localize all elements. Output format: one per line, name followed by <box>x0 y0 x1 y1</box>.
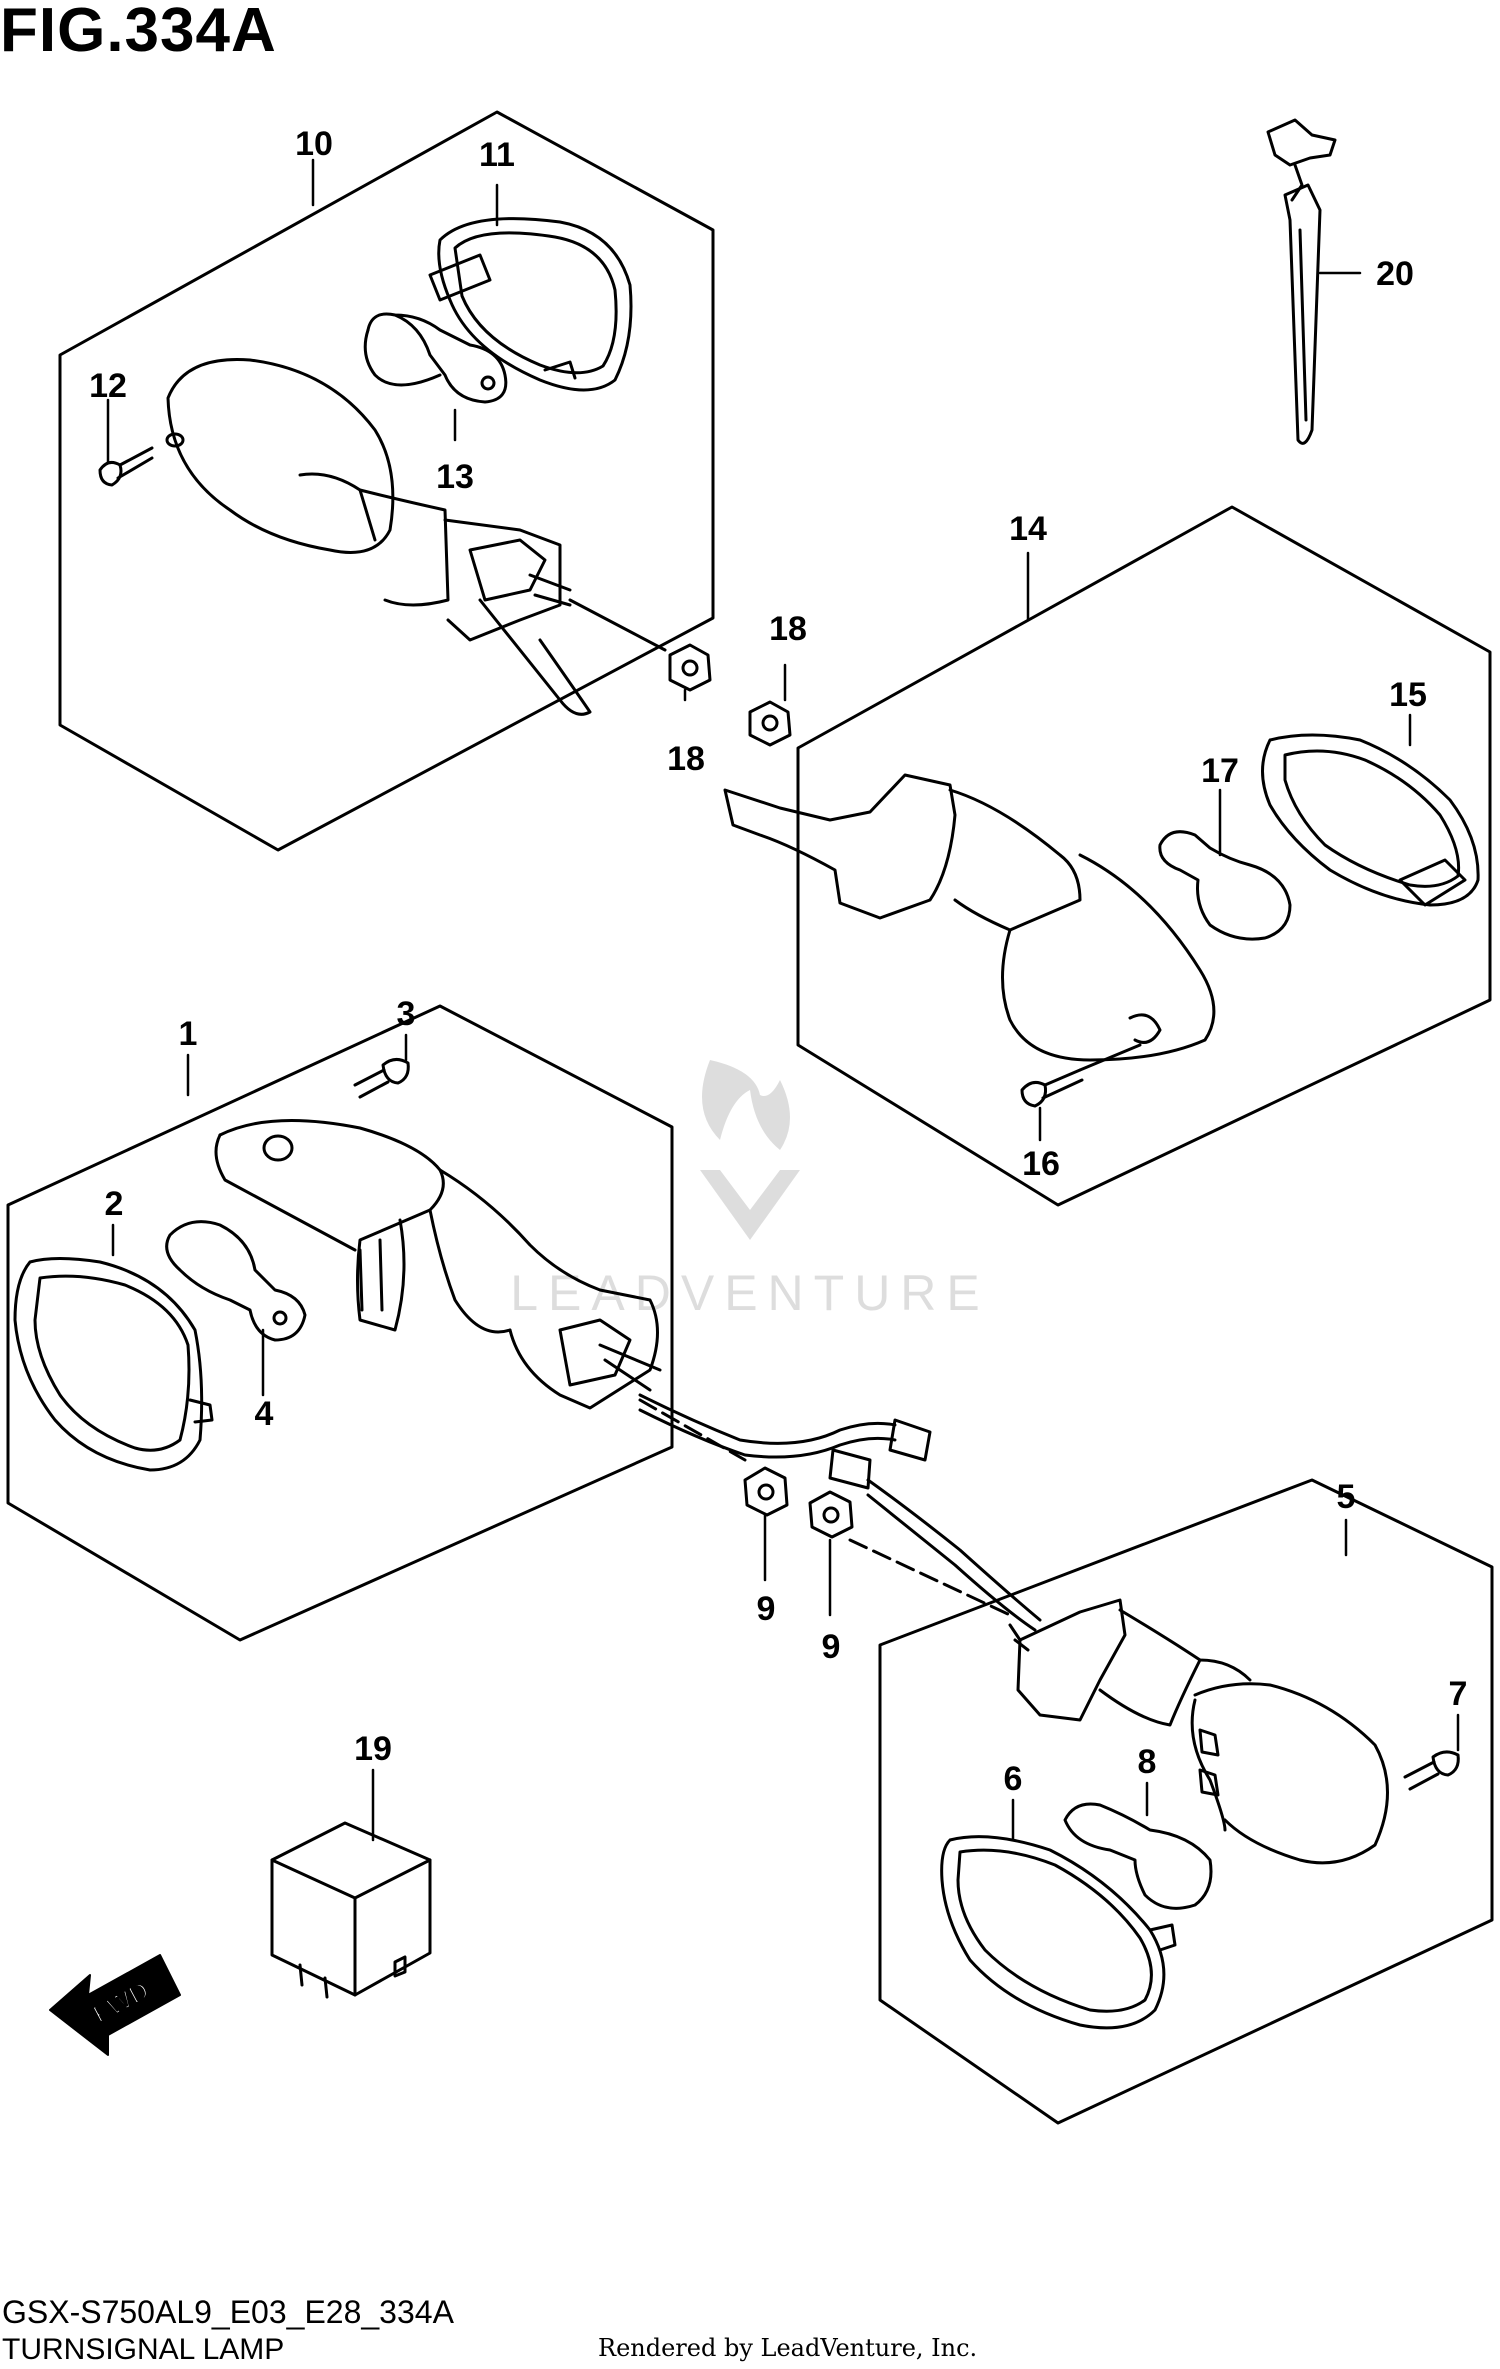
callout-5: 5 <box>1337 1478 1356 1516</box>
turn-signal-assembly-1 <box>214 1119 662 1410</box>
callout-18a: 18 <box>667 740 705 778</box>
turn-signal-assembly-5 <box>1008 1598 1389 1865</box>
leader-lines <box>106 158 1460 1842</box>
bulb-13 <box>363 312 508 404</box>
figure-name: TURNSIGNAL LAMP <box>2 2333 285 2366</box>
lens-11 <box>428 217 633 392</box>
callout-2: 2 <box>105 1185 124 1223</box>
callout-10: 10 <box>295 125 333 163</box>
wiring-harness <box>638 1393 1042 1632</box>
nut-9a <box>743 1466 789 1517</box>
watermark: LEADVENTURE <box>510 1060 990 1321</box>
group-box-1 <box>6 1004 674 1642</box>
nut-9b <box>808 1490 854 1539</box>
figure-title: FIG.334A <box>0 0 277 65</box>
callout-7: 7 <box>1449 1675 1468 1713</box>
callout-13: 13 <box>436 458 474 496</box>
lens-6 <box>940 1835 1177 2030</box>
screw-16 <box>1020 1068 1084 1108</box>
cable-tie-20 <box>1266 118 1337 445</box>
bulb-8 <box>1063 1802 1213 1910</box>
callout-9b: 9 <box>822 1628 841 1666</box>
bulb-4 <box>165 1220 307 1342</box>
callout-17: 17 <box>1201 752 1239 790</box>
callout-4: 4 <box>255 1395 274 1433</box>
screw-7 <box>1403 1750 1460 1791</box>
nut-18a <box>668 643 712 692</box>
callout-11: 11 <box>479 136 515 174</box>
callout-19: 19 <box>354 1730 392 1768</box>
nut-18b <box>748 700 792 747</box>
figure-code: GSX-S750AL9_E03_E28_334A <box>2 2294 454 2330</box>
lens-2 <box>13 1257 214 1472</box>
group-box-14 <box>796 505 1492 1207</box>
callout-20: 20 <box>1376 255 1414 293</box>
callout-18b: 18 <box>769 610 807 648</box>
lens-15 <box>1261 733 1480 907</box>
callout-9a: 9 <box>757 1590 776 1628</box>
group-box-5 <box>878 1478 1494 2125</box>
callout-6: 6 <box>1004 1760 1023 1798</box>
watermark-text: LEADVENTURE <box>510 1265 990 1321</box>
turn-signal-assembly-10 <box>165 357 667 716</box>
callout-3: 3 <box>397 995 416 1033</box>
callout-12: 12 <box>89 367 127 405</box>
group-box-10 <box>58 110 715 852</box>
bulb-17 <box>1158 830 1292 941</box>
callout-8: 8 <box>1138 1743 1157 1781</box>
turn-signal-assembly-14 <box>723 773 1216 1072</box>
fwd-arrow: FWD <box>49 1954 181 2056</box>
callout-16: 16 <box>1022 1145 1060 1183</box>
callout-1: 1 <box>179 1015 198 1053</box>
screw-3 <box>353 1058 410 1099</box>
render-credit: Rendered by LeadVenture, Inc. <box>598 2334 978 2362</box>
callout-14: 14 <box>1009 510 1047 548</box>
callout-15: 15 <box>1389 676 1427 714</box>
relay-19 <box>270 1821 432 1999</box>
